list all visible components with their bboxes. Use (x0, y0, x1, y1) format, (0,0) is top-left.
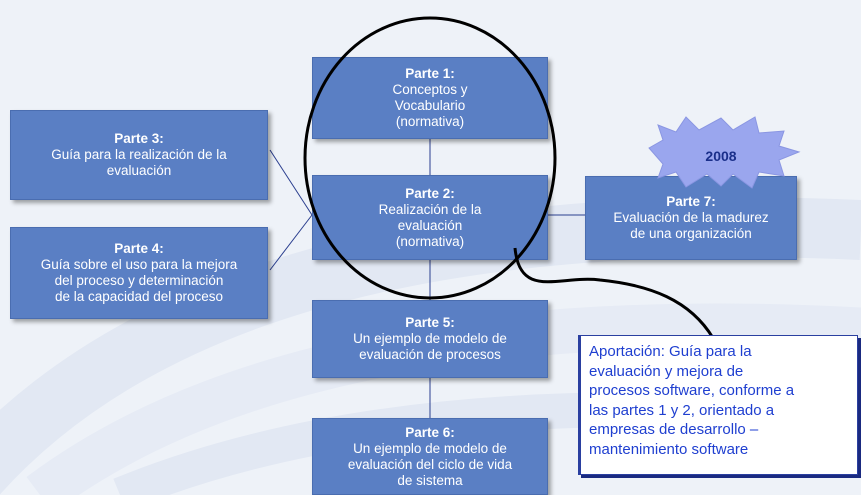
note-line: mantenimiento software (589, 440, 749, 458)
part-1-box: Parte 1: Conceptos y Vocabulario (normat… (312, 57, 548, 139)
year-badge-label: 2008 (705, 148, 737, 164)
part-7-box: Parte 7: Evaluación de la madurez de una… (585, 176, 797, 260)
part-4-line: Guía sobre el uso para la mejora (40, 257, 238, 272)
connector-p4-p2 (269, 214, 313, 271)
part-3-title: Parte 3: (114, 131, 164, 146)
part-4-box: Parte 4: Guía sobre el uso para la mejor… (10, 227, 268, 319)
part-3-line: Guía para la realización de la (51, 147, 227, 162)
part-2-line: Realización de la (378, 201, 482, 217)
part-5-title: Parte 5: (405, 315, 455, 330)
part-1-line: Conceptos y (392, 82, 468, 97)
note-line: empresas de desarrollo – (589, 421, 759, 438)
part-2-line: evaluación (397, 217, 463, 233)
note-line: las partes 1 y 2, orientado a (589, 401, 775, 419)
note-line: Aportación: Guía para la (589, 343, 752, 360)
connector-p3-p2 (269, 149, 313, 216)
part-1-line: (normativa) (395, 114, 465, 129)
part-4-line: del proceso y determinación (54, 273, 224, 288)
part-6-line: Un ejemplo de modelo de (353, 440, 507, 456)
part-3-box: Parte 3: Guía para la realización de la … (10, 110, 268, 200)
part-2-title: Parte 2: (405, 185, 455, 201)
part-6-box: Parte 6: Un ejemplo de modelo de evaluac… (312, 418, 548, 495)
part-5-box: Parte 5: Un ejemplo de modelo de evaluac… (312, 300, 548, 378)
part-7-line: Evaluación de la madurez (613, 210, 769, 225)
part-5-line: Un ejemplo de modelo de (353, 331, 507, 346)
note-line: evaluación y mejora de (589, 362, 744, 380)
contribution-note: Aportación: Guía para la evaluación y me… (578, 335, 858, 475)
note-line: procesos software, conforme a (589, 382, 795, 399)
part-3-line: evaluación (106, 163, 172, 178)
part-2-box: Parte 2: Realización de la evaluación (n… (312, 175, 548, 260)
part-6-line: de sistema (397, 472, 463, 488)
part-7-title: Parte 7: (666, 194, 716, 209)
part-1-title: Parte 1: (405, 66, 455, 81)
part-1-line: Vocabulario (394, 98, 466, 113)
part-4-title: Parte 4: (114, 241, 164, 256)
part-2-line: (normativa) (395, 233, 465, 249)
part-4-line: de la capacidad del proceso (54, 289, 224, 304)
part-7-line: de una organización (630, 226, 752, 241)
part-6-title: Parte 6: (405, 424, 455, 440)
part-5-line: evaluación de procesos (359, 347, 501, 362)
part-6-line: evaluación del ciclo de vida (347, 456, 513, 472)
